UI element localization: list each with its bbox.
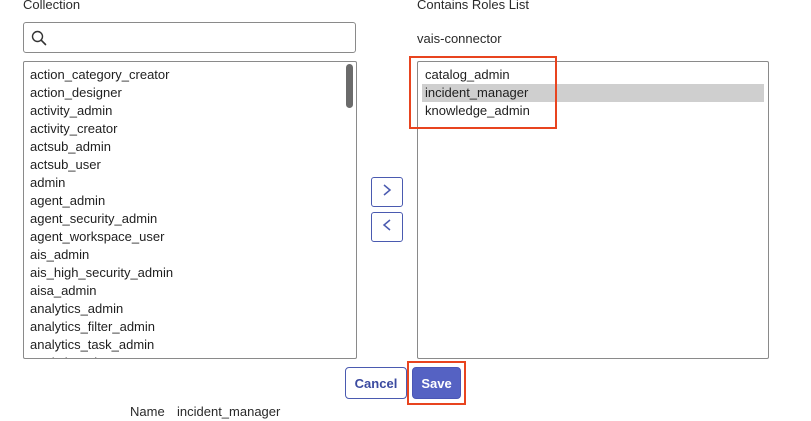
collection-header: Collection [23, 0, 81, 12]
collection-list-item[interactable]: action_category_creator [30, 67, 170, 82]
collection-scrollbar[interactable] [346, 64, 353, 108]
save-button[interactable]: Save [412, 367, 461, 399]
roles-list-subtitle: vais-connector [417, 31, 502, 46]
collection-list-item[interactable]: analytics_admin [30, 301, 124, 316]
collection-list-item[interactable]: aisa_admin [30, 283, 97, 298]
name-label: Name [130, 404, 165, 419]
add-role-button[interactable] [371, 177, 403, 207]
name-value: incident_manager [177, 404, 281, 419]
chevron-left-icon [381, 218, 393, 237]
collection-list-item[interactable]: activity_creator [30, 121, 118, 136]
search-icon [31, 30, 47, 46]
roles-list-item[interactable]: incident_manager [422, 84, 764, 102]
collection-list-item[interactable]: agent_workspace_user [30, 229, 165, 244]
collection-list-item[interactable]: action_designer [30, 85, 122, 100]
roles-list-item[interactable]: catalog_admin [425, 67, 510, 82]
collection-list-item[interactable]: agent_security_admin [30, 211, 158, 226]
collection-list-item[interactable]: admin [30, 175, 66, 190]
chevron-right-icon [381, 183, 393, 202]
collection-list-item[interactable]: analytics_task_admin [30, 337, 155, 352]
collection-list-item[interactable]: analytics_viewer [24, 354, 356, 358]
contains-roles-header: Contains Roles List [417, 0, 529, 12]
collection-list-item[interactable]: analytics_filter_admin [30, 319, 156, 334]
collection-list-item[interactable]: ais_high_security_admin [30, 265, 174, 280]
collection-list-item[interactable]: actsub_user [30, 157, 101, 172]
collection-search-input[interactable] [52, 24, 352, 51]
remove-role-button[interactable] [371, 212, 403, 242]
roles-list-item[interactable]: knowledge_admin [425, 103, 530, 118]
cancel-button[interactable]: Cancel [345, 367, 407, 399]
collection-search[interactable] [23, 22, 356, 53]
collection-list-item[interactable]: ais_admin [30, 247, 90, 262]
collection-list-item[interactable]: activity_admin [30, 103, 113, 118]
collection-list-item[interactable]: agent_admin [30, 193, 106, 208]
collection-list-item[interactable]: actsub_admin [30, 139, 111, 154]
